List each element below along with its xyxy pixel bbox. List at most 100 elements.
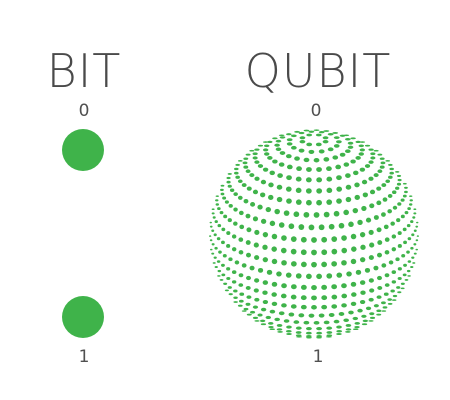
sphere-dot — [243, 199, 249, 204]
sphere-dot — [350, 159, 356, 164]
sphere-dot — [280, 247, 287, 254]
sphere-dot — [358, 152, 364, 156]
sphere-dot — [316, 331, 323, 335]
sphere-dot — [257, 204, 263, 210]
sphere-dot — [364, 144, 371, 147]
qubit-title: QUBIT — [244, 44, 392, 98]
sphere-dot — [296, 336, 302, 338]
sphere-dot — [217, 275, 221, 277]
sphere-dot — [209, 225, 213, 228]
sphere-dot — [413, 208, 417, 211]
sphere-dot — [395, 257, 400, 262]
sphere-dot — [336, 325, 342, 329]
sphere-dot — [252, 156, 258, 160]
sphere-dot — [373, 304, 379, 308]
sphere-dot — [382, 197, 388, 202]
sphere-dot — [397, 244, 402, 248]
sphere-dot — [233, 221, 238, 226]
sphere-dot — [219, 278, 224, 281]
sphere-dot — [250, 310, 256, 314]
sphere-dot — [226, 176, 231, 180]
sphere-dot — [271, 281, 278, 287]
sphere-dot — [350, 233, 357, 240]
sphere-dot — [214, 266, 218, 269]
sphere-dot — [271, 246, 277, 252]
sphere-dot — [388, 175, 393, 179]
sphere-dot — [328, 223, 335, 230]
sphere-dot — [220, 188, 224, 192]
sphere-dot — [350, 281, 357, 287]
sphere-dot — [254, 297, 260, 302]
sphere-dot — [286, 164, 293, 170]
sphere-dot — [283, 210, 290, 216]
sphere-dot — [365, 217, 372, 223]
sphere-dot — [212, 262, 216, 264]
sphere-dot — [286, 198, 292, 204]
sphere-dot — [316, 327, 322, 331]
sphere-dot — [288, 312, 295, 317]
sphere-dot — [315, 133, 322, 137]
bit-zero-dot-icon — [62, 129, 104, 171]
sphere-dot — [223, 282, 228, 285]
sphere-dot — [211, 243, 215, 246]
sphere-dot — [333, 319, 340, 324]
sphere-dot — [338, 311, 345, 316]
sphere-dot — [412, 216, 416, 219]
qubit-state-one-label: 1 — [312, 347, 324, 367]
sphere-dot — [237, 179, 243, 184]
sphere-dot — [303, 129, 310, 132]
sphere-dot — [243, 307, 249, 311]
sphere-dot — [359, 280, 366, 285]
sphere-dot — [299, 136, 306, 140]
sphere-dot — [254, 160, 260, 164]
sphere-dot — [298, 313, 305, 318]
sphere-dot — [311, 237, 317, 243]
sphere-dot — [376, 313, 382, 316]
sphere-dot — [254, 255, 260, 261]
sphere-dot — [262, 167, 269, 172]
sphere-dot — [295, 273, 302, 279]
sphere-dot — [327, 147, 334, 152]
sphere-dot — [211, 252, 215, 255]
sphere-dot — [300, 236, 307, 243]
sphere-dot — [306, 142, 313, 147]
sphere-dot — [291, 284, 297, 290]
sphere-dot — [296, 166, 302, 172]
sphere-dot — [338, 222, 345, 229]
sphere-dot — [395, 186, 400, 190]
sphere-dot — [345, 323, 352, 327]
sphere-dot — [226, 180, 231, 184]
sphere-dot — [376, 295, 382, 299]
sphere-dot — [343, 162, 350, 167]
sphere-dot — [390, 289, 395, 293]
sphere-dot — [291, 145, 297, 150]
sphere-dot — [384, 283, 390, 287]
sphere-dot — [341, 247, 348, 254]
sphere-dot — [286, 142, 293, 146]
sphere-dot — [209, 235, 212, 237]
sphere-dot — [331, 304, 338, 309]
sphere-dot — [269, 328, 275, 330]
sphere-dot — [351, 246, 357, 252]
sphere-dot — [231, 247, 237, 252]
sphere-dot — [281, 260, 287, 266]
sphere-dot — [242, 161, 248, 165]
sphere-dot — [245, 285, 251, 290]
sphere-dot — [272, 159, 278, 164]
sphere-dot — [222, 254, 227, 258]
sphere-dot — [217, 269, 222, 273]
sphere-dot — [368, 160, 374, 164]
sphere-dot — [361, 205, 367, 211]
sphere-dot — [238, 273, 244, 278]
sphere-dot — [300, 295, 307, 301]
sphere-dot — [387, 194, 393, 198]
sphere-dot — [311, 249, 317, 256]
sphere-dot — [238, 299, 244, 303]
sphere-dot — [306, 199, 312, 206]
sphere-dot — [321, 304, 328, 310]
sphere-dot — [260, 319, 266, 323]
sphere-dot — [397, 202, 402, 206]
sphere-dot — [361, 314, 367, 318]
sphere-dot — [288, 223, 295, 230]
